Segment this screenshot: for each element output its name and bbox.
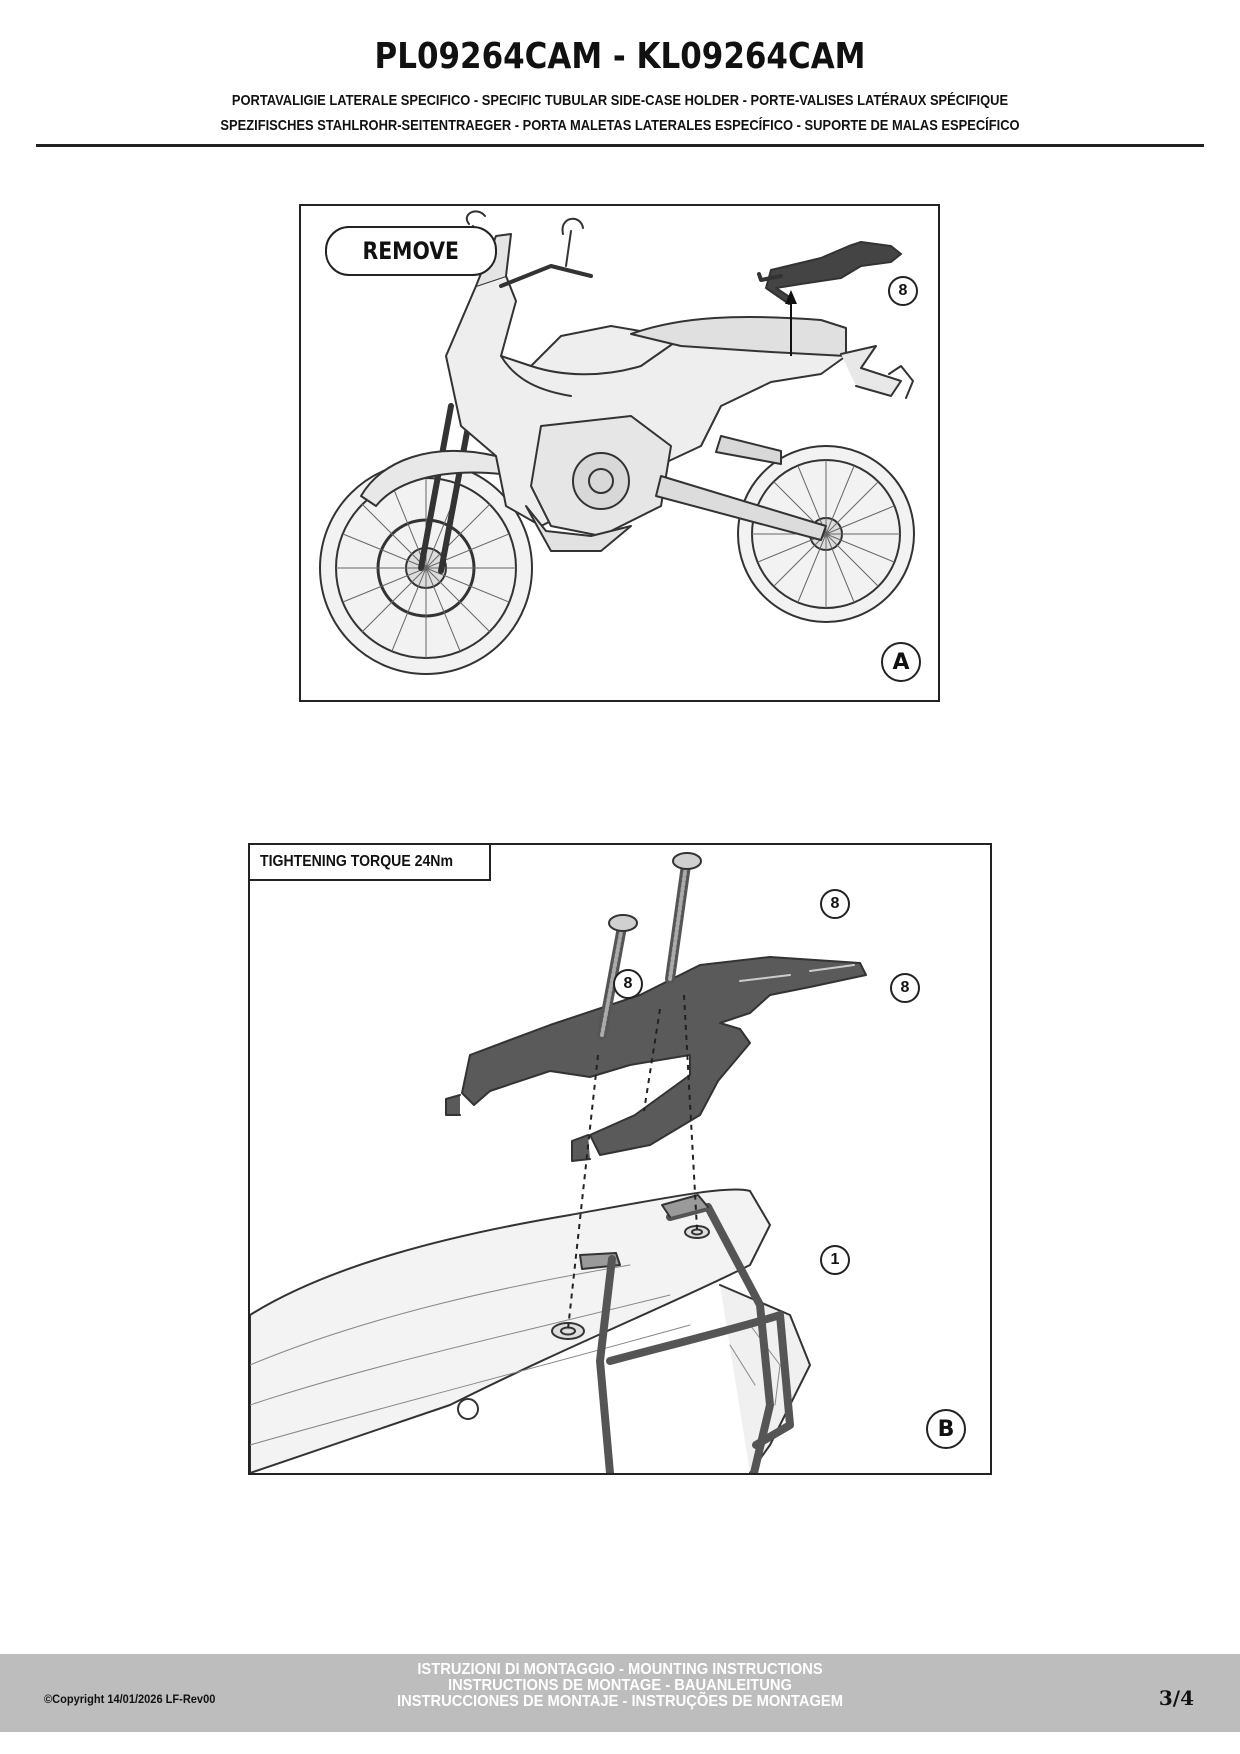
subtitle-line-2: SPEZIFISCHES STAHLROHR-SEITENTRAEGER - P… xyxy=(220,117,1020,134)
panel-a-remove-rack: REMOVE 8 A xyxy=(299,204,940,702)
panel-b-install-frame: TIGHTENING TORQUE 24Nm 8 8 8 1 B xyxy=(248,843,992,1475)
part-callout-8-bolt-right: 8 xyxy=(820,889,850,919)
remove-badge: REMOVE xyxy=(325,226,497,276)
part-callout-8: 8 xyxy=(888,276,918,306)
motorcycle-illustration xyxy=(319,210,915,675)
subtitle-line-1: PORTAVALIGIE LATERALE SPECIFICO - SPECIF… xyxy=(231,92,1009,109)
page-number: 3/4 xyxy=(1158,1686,1194,1710)
footer-line-3: INSTRUCCIONES DE MONTAJE - INSTRUÇÕES DE… xyxy=(397,1693,843,1710)
part-callout-8-rack: 8 xyxy=(890,973,920,1003)
panel-letter-b: B xyxy=(926,1409,966,1449)
footer-instructions: ISTRUZIONI DI MONTAGGIO - MOUNTING INSTR… xyxy=(0,1662,1240,1710)
footer-line-1: ISTRUZIONI DI MONTAGGIO - MOUNTING INSTR… xyxy=(417,1661,823,1678)
part-callout-8-bolt-left: 8 xyxy=(613,969,643,999)
panel-letter-a: A xyxy=(881,642,921,682)
part-callout-1-frame: 1 xyxy=(820,1245,850,1275)
footer-line-2: INSTRUCTIONS DE MONTAGE - BAUANLEITUNG xyxy=(447,1677,792,1694)
copyright-text: ©Copyright 14/01/2026 LF-Rev00 xyxy=(44,1692,216,1706)
header-rule xyxy=(36,144,1204,147)
assembly-illustration xyxy=(250,852,867,1473)
document-title: PL09264CAM - KL09264CAM xyxy=(374,36,866,77)
footer-bar: ©Copyright 14/01/2026 LF-Rev00 ISTRUZION… xyxy=(0,1654,1240,1732)
tightening-torque-label: TIGHTENING TORQUE 24Nm xyxy=(250,845,492,881)
